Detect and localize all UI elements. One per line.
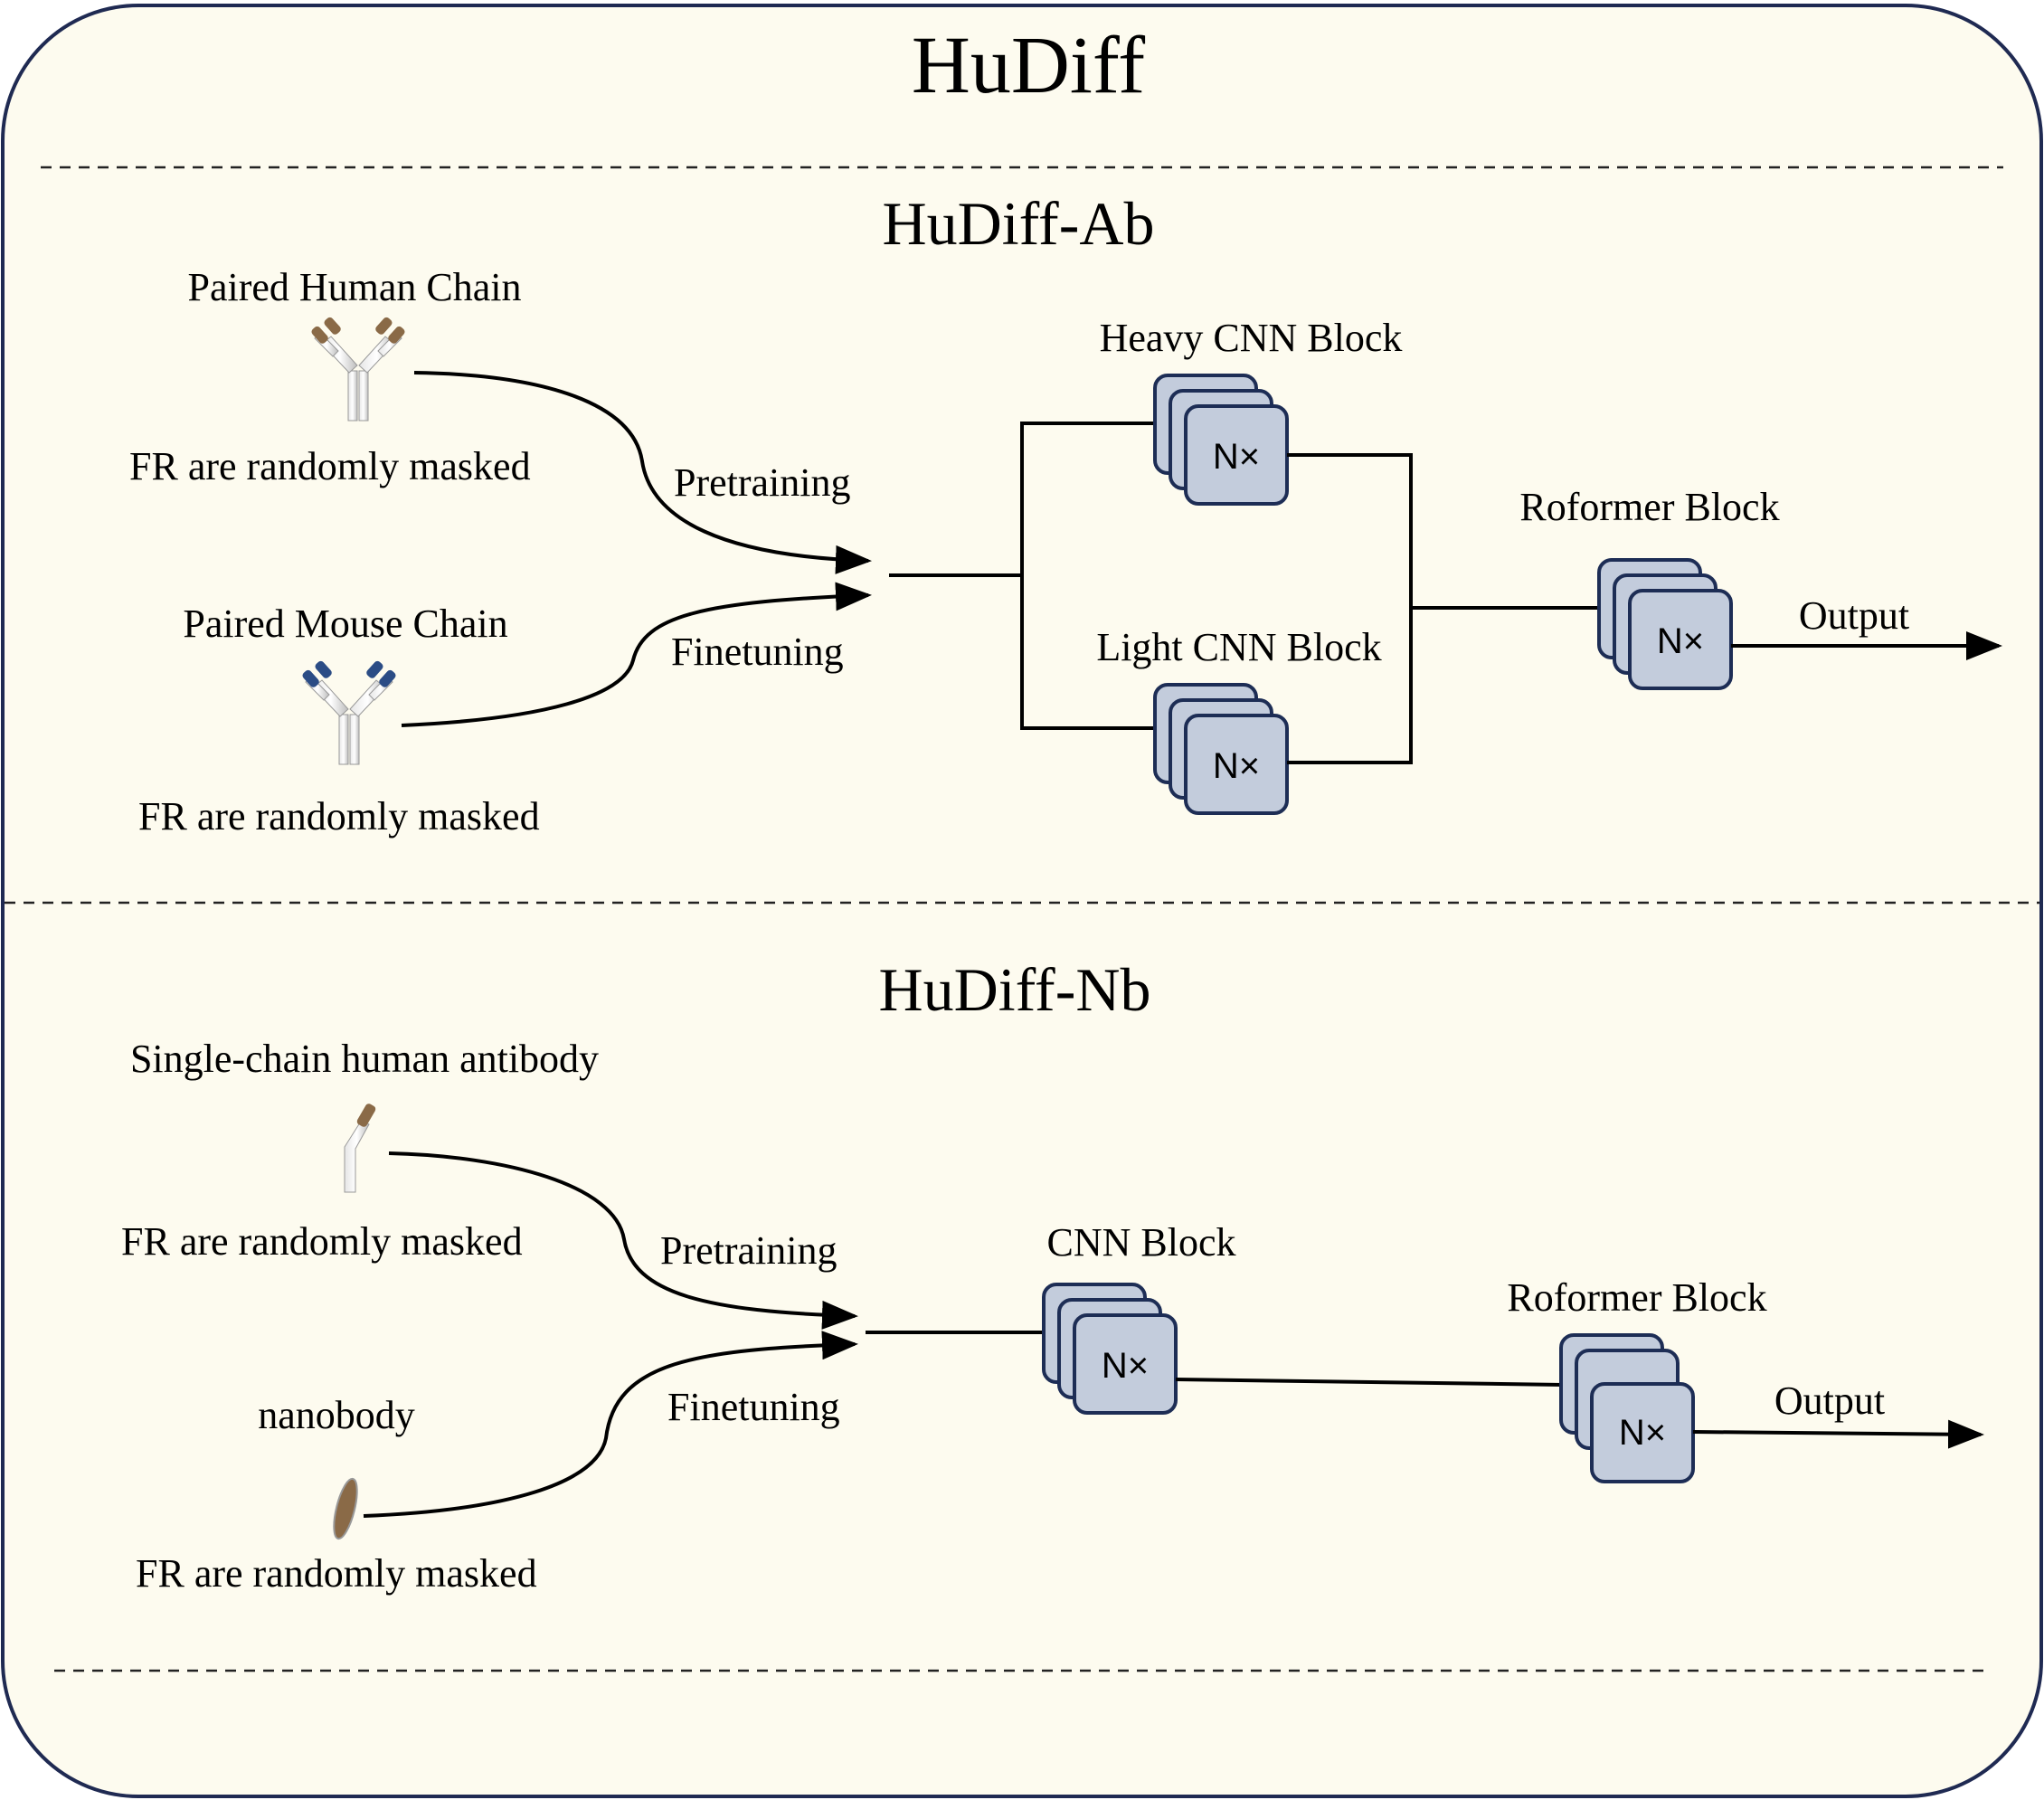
- nb-finetuning-arrow: [363, 1331, 858, 1518]
- ab-roformer-block: N×: [1597, 558, 1733, 690]
- pretraining-label: Pretraining: [674, 460, 851, 505]
- antibody-mouse-icon: [302, 660, 396, 765]
- nanobody-icon: [333, 1477, 358, 1540]
- nb-output-label: Output: [1774, 1378, 1885, 1423]
- single-chain-antibody-icon: [344, 1104, 376, 1193]
- mouse-mask-text: FR are randomly masked: [138, 794, 540, 838]
- nb-output-arrow: [1692, 1419, 1984, 1449]
- section-nb-heading: HuDiff-Nb: [879, 955, 1151, 1024]
- heavy-cnn-label: Heavy CNN Block: [1100, 316, 1403, 360]
- nano-mask-text: FR are randomly masked: [136, 1551, 537, 1596]
- finetuning-arrow: [401, 582, 872, 727]
- section-ab-heading: HuDiff-Ab: [883, 189, 1155, 258]
- nb-cnn-repeat: N×: [1102, 1346, 1149, 1386]
- ab-roformer-repeat: N×: [1657, 621, 1704, 661]
- nb-pretraining-arrow: [388, 1151, 858, 1330]
- heavy-cnn-repeat: N×: [1213, 437, 1260, 477]
- nb-roformer-label: Roformer Block: [1507, 1275, 1766, 1320]
- light-cnn-block: N×: [1153, 683, 1289, 815]
- split-to-heavy: [1020, 422, 1158, 575]
- human-chain-label: Paired Human Chain: [187, 265, 521, 309]
- mouse-chain-label: Paired Mouse Chain: [183, 602, 507, 646]
- single-chain-label: Single-chain human antibody: [130, 1037, 599, 1081]
- ab-roformer-label: Roformer Block: [1519, 485, 1779, 529]
- diagram-title: HuDiff: [912, 21, 1145, 110]
- nb-cnn-label: CNN Block: [1047, 1220, 1236, 1265]
- light-cnn-repeat: N×: [1213, 746, 1260, 786]
- heavy-cnn-block: N×: [1153, 374, 1289, 506]
- split-to-light: [1020, 575, 1158, 730]
- pretraining-arrow: [413, 371, 872, 574]
- nb-cnn-to-roformer: [1175, 1378, 1564, 1387]
- finetuning-label: Finetuning: [671, 630, 844, 674]
- single-mask-text: FR are randomly masked: [121, 1219, 523, 1264]
- nanobody-label: nanobody: [258, 1393, 415, 1437]
- nb-pretraining-label: Pretraining: [660, 1228, 837, 1273]
- ab-output-label: Output: [1799, 593, 1909, 638]
- outer-panel: [1, 4, 2043, 1798]
- nb-roformer-repeat: N×: [1619, 1413, 1666, 1453]
- section-hudiff-nb: HuDiff-Nb Single-chain human antibody FR…: [121, 955, 1984, 1596]
- human-mask-text: FR are randomly masked: [129, 444, 531, 488]
- nb-roformer-block: N×: [1559, 1333, 1695, 1483]
- section-hudiff-ab: HuDiff-Ab Paired Human Chain FR are rand…: [129, 189, 2002, 838]
- nb-finetuning-label: Finetuning: [667, 1385, 840, 1429]
- light-cnn-label: Light CNN Block: [1096, 625, 1381, 669]
- antibody-human-icon: [311, 317, 405, 422]
- nb-cnn-block: N×: [1042, 1283, 1178, 1415]
